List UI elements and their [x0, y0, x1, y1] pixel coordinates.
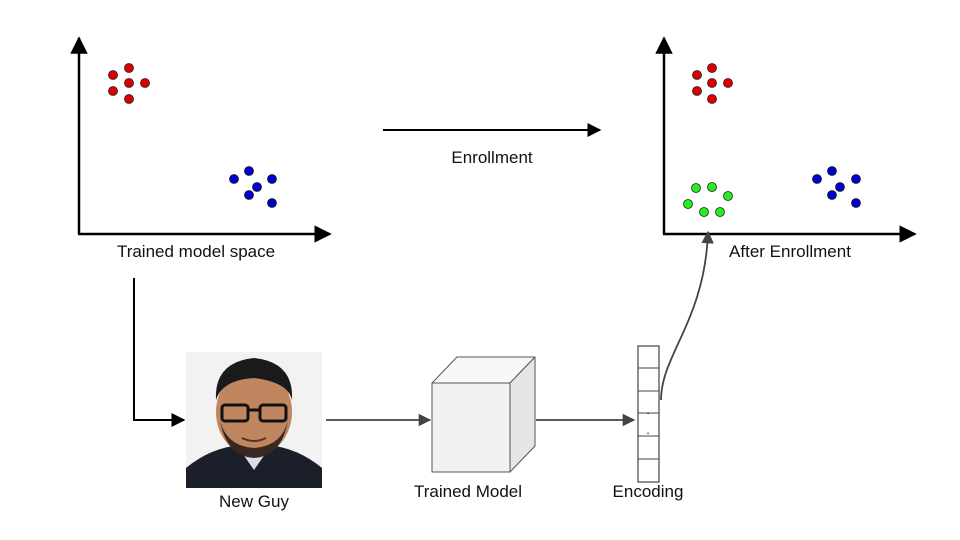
red-point [707, 63, 717, 73]
red-point [140, 78, 150, 88]
blue-point [835, 182, 845, 192]
trained-model-label: Trained Model [414, 482, 522, 501]
green-point [707, 182, 717, 192]
red-point [707, 78, 717, 88]
red-point [108, 70, 118, 80]
space-to-photo-connector [133, 278, 186, 427]
encoding-vector: . . [637, 345, 660, 483]
blue-point [851, 174, 861, 184]
blue-point [244, 190, 254, 200]
blue-point [827, 166, 837, 176]
red-point [124, 78, 134, 88]
green-point [683, 199, 693, 209]
blue-point [827, 190, 837, 200]
blue-point [252, 182, 262, 192]
trained-space-plot [70, 36, 332, 243]
encoding-label: Encoding [613, 482, 684, 501]
trained-space-label: Trained model space [117, 242, 275, 261]
blue-point [267, 198, 277, 208]
blue-point [851, 198, 861, 208]
blue-cluster [229, 166, 277, 208]
trained-model-cube-icon [431, 356, 536, 473]
green-point [723, 191, 733, 201]
green-point [715, 207, 725, 217]
green-point [691, 183, 701, 193]
after-enrollment-plot [655, 36, 917, 243]
red-point [124, 94, 134, 104]
blue-point [244, 166, 254, 176]
blue-point [267, 174, 277, 184]
blue-point [812, 174, 822, 184]
blue-point [229, 174, 239, 184]
blue-cluster [812, 166, 861, 208]
encoding-cell-text: . [646, 423, 649, 437]
red-point [108, 86, 118, 96]
red-point [723, 78, 733, 88]
red-point [692, 86, 702, 96]
green-point [699, 207, 709, 217]
encoding-cell-text: . [646, 403, 649, 417]
red-point [707, 94, 717, 104]
encoding-to-cluster-arrow [660, 230, 714, 401]
red-point [124, 63, 134, 73]
after-enrollment-label: After Enrollment [729, 242, 851, 261]
red-cluster [108, 63, 150, 104]
person-photo [186, 352, 322, 488]
red-point [692, 70, 702, 80]
enrollment-label: Enrollment [451, 148, 533, 167]
new-guy-label: New Guy [219, 492, 289, 511]
green-cluster [683, 182, 733, 217]
red-cluster [692, 63, 733, 104]
